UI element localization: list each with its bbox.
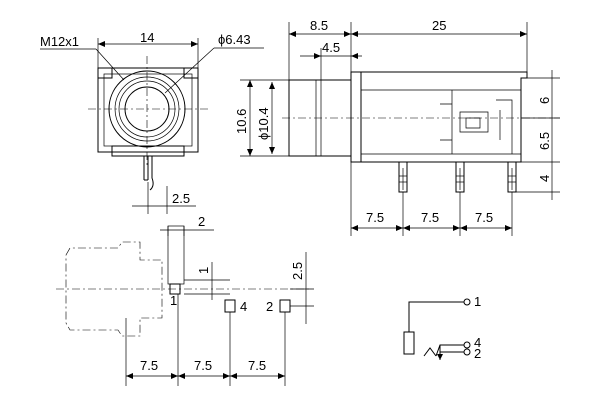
right-dim-1: 6 (537, 97, 552, 104)
left-dim-arrows (247, 80, 275, 156)
front-pin-left (143, 156, 149, 181)
diameter-label: ϕ6.43 (218, 32, 251, 47)
front-body-outline (97, 67, 199, 153)
terminal-2 (463, 348, 471, 356)
schematic-label-2: 2 (474, 346, 481, 361)
terminal-4 (463, 341, 471, 349)
row-offset-label: 2.5 (290, 262, 305, 280)
pcb-spacing-3: 7.5 (248, 358, 266, 373)
schematic-switch-arrow (437, 354, 443, 360)
side-pin-spacing-1: 7.5 (366, 210, 384, 225)
side-pin-spacing-2: 7.5 (421, 210, 439, 225)
pcb-spacing-2: 7.5 (194, 358, 212, 373)
footprint-outline (65, 241, 163, 337)
side-pin-2 (455, 161, 465, 193)
side-pin-spacing-3: 7.5 (475, 210, 493, 225)
pcb-footprint: 2 1 1 4 2 2.5 7.5 7.5 7.5 (56, 214, 314, 386)
collar-length-label: 4.5 (322, 40, 340, 55)
front-bottom-ledge (111, 145, 185, 157)
schematic: 1 4 2 (403, 294, 481, 361)
front-pin-right (149, 156, 154, 191)
front-length-label: 8.5 (310, 18, 328, 33)
thread-label: M12x1 (40, 34, 79, 49)
pad-2-label: 2 (266, 299, 273, 314)
side-main-body (360, 71, 528, 163)
offset-label: 1 (196, 267, 211, 274)
front-top-tab-right (183, 67, 199, 79)
schematic-plug-body (403, 331, 415, 355)
width-label: 14 (140, 30, 154, 45)
thread-leader (95, 48, 125, 81)
outer-height-label: 10.6 (234, 109, 249, 134)
side-pin-1 (398, 161, 408, 193)
pcb-spacing-1: 7.5 (140, 358, 158, 373)
body-diameter-label: ϕ10.4 (256, 107, 271, 140)
pin-pitch-label: 2.5 (172, 191, 190, 206)
side-pin-3 (507, 161, 517, 193)
side-step (350, 71, 362, 163)
side-contact-detail (440, 103, 501, 141)
right-dim-3: 4 (537, 175, 552, 182)
slot-width-label: 2 (198, 214, 205, 229)
pad-2 (279, 299, 291, 313)
slot-column (167, 225, 185, 285)
side-contact-spring (451, 90, 513, 154)
pad-1-label: 1 (170, 293, 177, 308)
schematic-label-4: 4 (474, 335, 481, 350)
pad-1 (169, 283, 181, 295)
side-view: 8.5 25 4.5 10.6 ϕ10.4 6 6.5 4 7.5 7.5 7.… (234, 18, 560, 236)
schematic-label-1: 1 (474, 294, 481, 309)
pad-4 (224, 299, 236, 313)
schematic-wire-1 (408, 301, 464, 332)
front-top-tab-left (97, 67, 113, 79)
terminal-1 (463, 298, 471, 306)
front-view: 2.5 14 M12x1 ϕ6.43 (40, 30, 264, 214)
total-length-label: 25 (432, 18, 446, 33)
right-dim-2: 6.5 (537, 132, 552, 150)
pad-4-label: 4 (240, 299, 247, 314)
schematic-spring-contact (423, 344, 464, 357)
diameter-leader (164, 47, 215, 94)
